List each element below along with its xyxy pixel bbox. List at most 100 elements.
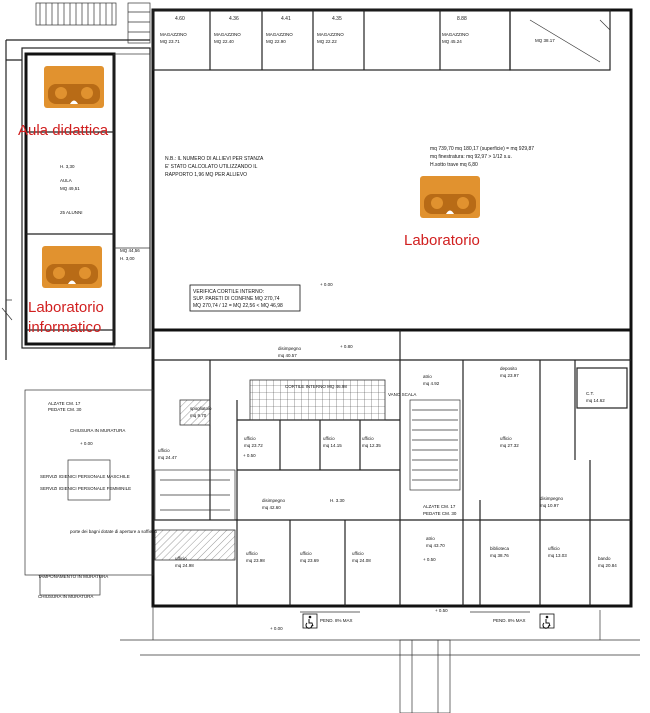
note-lab-2: mq finestratura: mq 92,97 > 1/12 s.u. <box>430 154 512 160</box>
label-laboratorio-informatico-line2: informatico <box>28 319 101 336</box>
top-room-dim: 4.41 <box>281 16 291 22</box>
vano-scala: VANO SCALA <box>388 392 416 397</box>
note-lab-1: mq 739,70 mq 180,17 (superficie) = mq 92… <box>430 146 534 152</box>
room-area: mq 14.15 <box>323 443 342 448</box>
room-name: ufficio <box>323 436 335 441</box>
room-name: disimpegno <box>540 496 564 501</box>
quota-1: + 0.00 <box>320 282 333 287</box>
aula-alunni: 25 ALUNNI <box>60 210 83 215</box>
rooms-mid: disimpegno mq 40.57 deposito mq 23.97 spogli… <box>158 346 605 510</box>
note-lab-3: H.sotto trave mq 6,80 <box>430 162 478 168</box>
cortile-interno <box>249 379 386 421</box>
top-room-area: MQ 23.71 <box>160 39 180 44</box>
side-label: SERVIZI IGIENICI PERSONALE FEMMINILE <box>40 486 131 491</box>
room-area: mq 38.76 <box>490 553 509 558</box>
room-area: mq 23.97 <box>500 373 519 378</box>
room-name: C.T. <box>586 391 594 396</box>
room-name: deposito <box>500 366 518 371</box>
top-room-name: MAGAZZINO <box>317 32 344 37</box>
ramp-label-1: PEND. 8% MAX <box>320 618 353 623</box>
room-name: ufficio <box>300 551 312 556</box>
room-area: mq 12.35 <box>362 443 381 448</box>
alzate-2: ALZATE CM. 17 <box>423 504 456 509</box>
top-room-name: MAGAZZINO <box>442 32 469 37</box>
top-room-area: MQ 45.24 <box>442 39 462 44</box>
room-area: mq 13.03 <box>548 553 567 558</box>
room-area: mq 4.92 <box>423 381 440 386</box>
vr-headset-icon[interactable] <box>44 66 104 108</box>
room-area: mq 20.84 <box>598 563 617 568</box>
side-label: SERVIZI IGIENICI PERSONALE MASCHILE <box>40 474 130 479</box>
quota-4: + 0.00 <box>80 441 93 446</box>
aula-lab: MQ 44,56 <box>120 248 140 253</box>
pedate-2: PEDATE CM. 30 <box>423 511 457 516</box>
hatched-area-2 <box>154 529 236 561</box>
top-room-dim: 8.88 <box>457 16 467 22</box>
quota-3: + 0.50 <box>243 453 256 458</box>
entrance <box>120 611 640 713</box>
top-room-dim: 4.35 <box>332 16 342 22</box>
top-room-area: MQ 22.40 <box>214 39 234 44</box>
room-name: spogliatoio <box>190 406 212 411</box>
top-right-room: MQ 38.17 <box>535 38 555 43</box>
quota-2: + 0.80 <box>340 344 353 349</box>
room-name: ufficio <box>362 436 374 441</box>
note-students-2: E' STATO CALCOLATO UTILIZZANDO IL <box>165 164 258 170</box>
room-area: mq 9.70 <box>190 413 207 418</box>
room-area: mq 40.57 <box>278 353 297 358</box>
wheelchair-icon <box>539 613 555 629</box>
quota-7: + 0.00 <box>270 626 283 631</box>
room-area: mq 23.69 <box>300 558 319 563</box>
room-area: mq 10.97 <box>540 503 559 508</box>
room-name: atrio <box>423 374 432 379</box>
room-name: ufficio <box>352 551 364 556</box>
top-room-name: MAGAZZINO <box>214 32 241 37</box>
quota-5: + 0.50 <box>423 557 436 562</box>
top-room-dim: 4.60 <box>175 16 185 22</box>
aula-mq: MQ 49,51 <box>60 186 80 191</box>
room-name: ufficio <box>246 551 258 556</box>
note-students-3: RAPPORTO 1,96 MQ PER ALLIEVO <box>165 172 247 178</box>
aula-name: AULA <box>60 178 72 183</box>
room-name: bando <box>598 556 611 561</box>
service-block <box>24 389 236 596</box>
room-name: ufficio <box>548 546 560 551</box>
side-label: CHIUSURA IN MURATURA <box>70 428 125 433</box>
note-cortile-1: VERIFICA CORTILE INTERNO: <box>193 289 264 295</box>
top-room-dim: 4.36 <box>229 16 239 22</box>
room-area: mq 27.32 <box>500 443 519 448</box>
room-area: mq 24.08 <box>352 558 371 563</box>
ramp-label-2: PEND. 8% MAX <box>493 618 526 623</box>
cortile-verifica-box <box>189 284 301 312</box>
side-label: ALZATE CM. 17 <box>48 401 81 406</box>
aula-lab-h: H. 3,00 <box>120 256 135 261</box>
left-wing <box>1 39 151 360</box>
h330-label: H. 3.30 <box>330 498 345 503</box>
room-area: mq 14.62 <box>586 398 605 403</box>
room-name: disimpegno <box>278 346 302 351</box>
hatched-area-1 <box>179 399 211 426</box>
top-room-area: MQ 22.90 <box>266 39 286 44</box>
side-label: porte dei bagni dotate di aperture a sof… <box>70 529 157 534</box>
quota-6: + 0.50 <box>435 608 448 613</box>
top-left-stair <box>35 2 151 44</box>
note-cortile-3: MQ 270,74 / 12 = MQ 22,56 < MQ 46,98 <box>193 303 283 309</box>
side-label: PEDATE CM. 30 <box>48 407 82 412</box>
room-name: ufficio <box>175 556 187 561</box>
note-students-1: N.B.: IL NUMERO DI ALLIEVI PER STANZA <box>165 156 264 162</box>
top-room-area: MQ 22.22 <box>317 39 337 44</box>
room-name: disimpegno <box>262 498 286 503</box>
room-area: mq 23.72 <box>244 443 263 448</box>
room-name: atrio <box>426 536 435 541</box>
room-area: mq 24.98 <box>175 563 194 568</box>
vr-headset-icon[interactable] <box>420 176 480 218</box>
room-name: ufficio <box>244 436 256 441</box>
vr-headset-icon[interactable] <box>42 246 102 288</box>
room-area: mq 42.60 <box>262 505 281 510</box>
cortile-label: CORTILE INTERNO MQ 46.98 <box>285 384 347 389</box>
top-room-name: MAGAZZINO <box>266 32 293 37</box>
